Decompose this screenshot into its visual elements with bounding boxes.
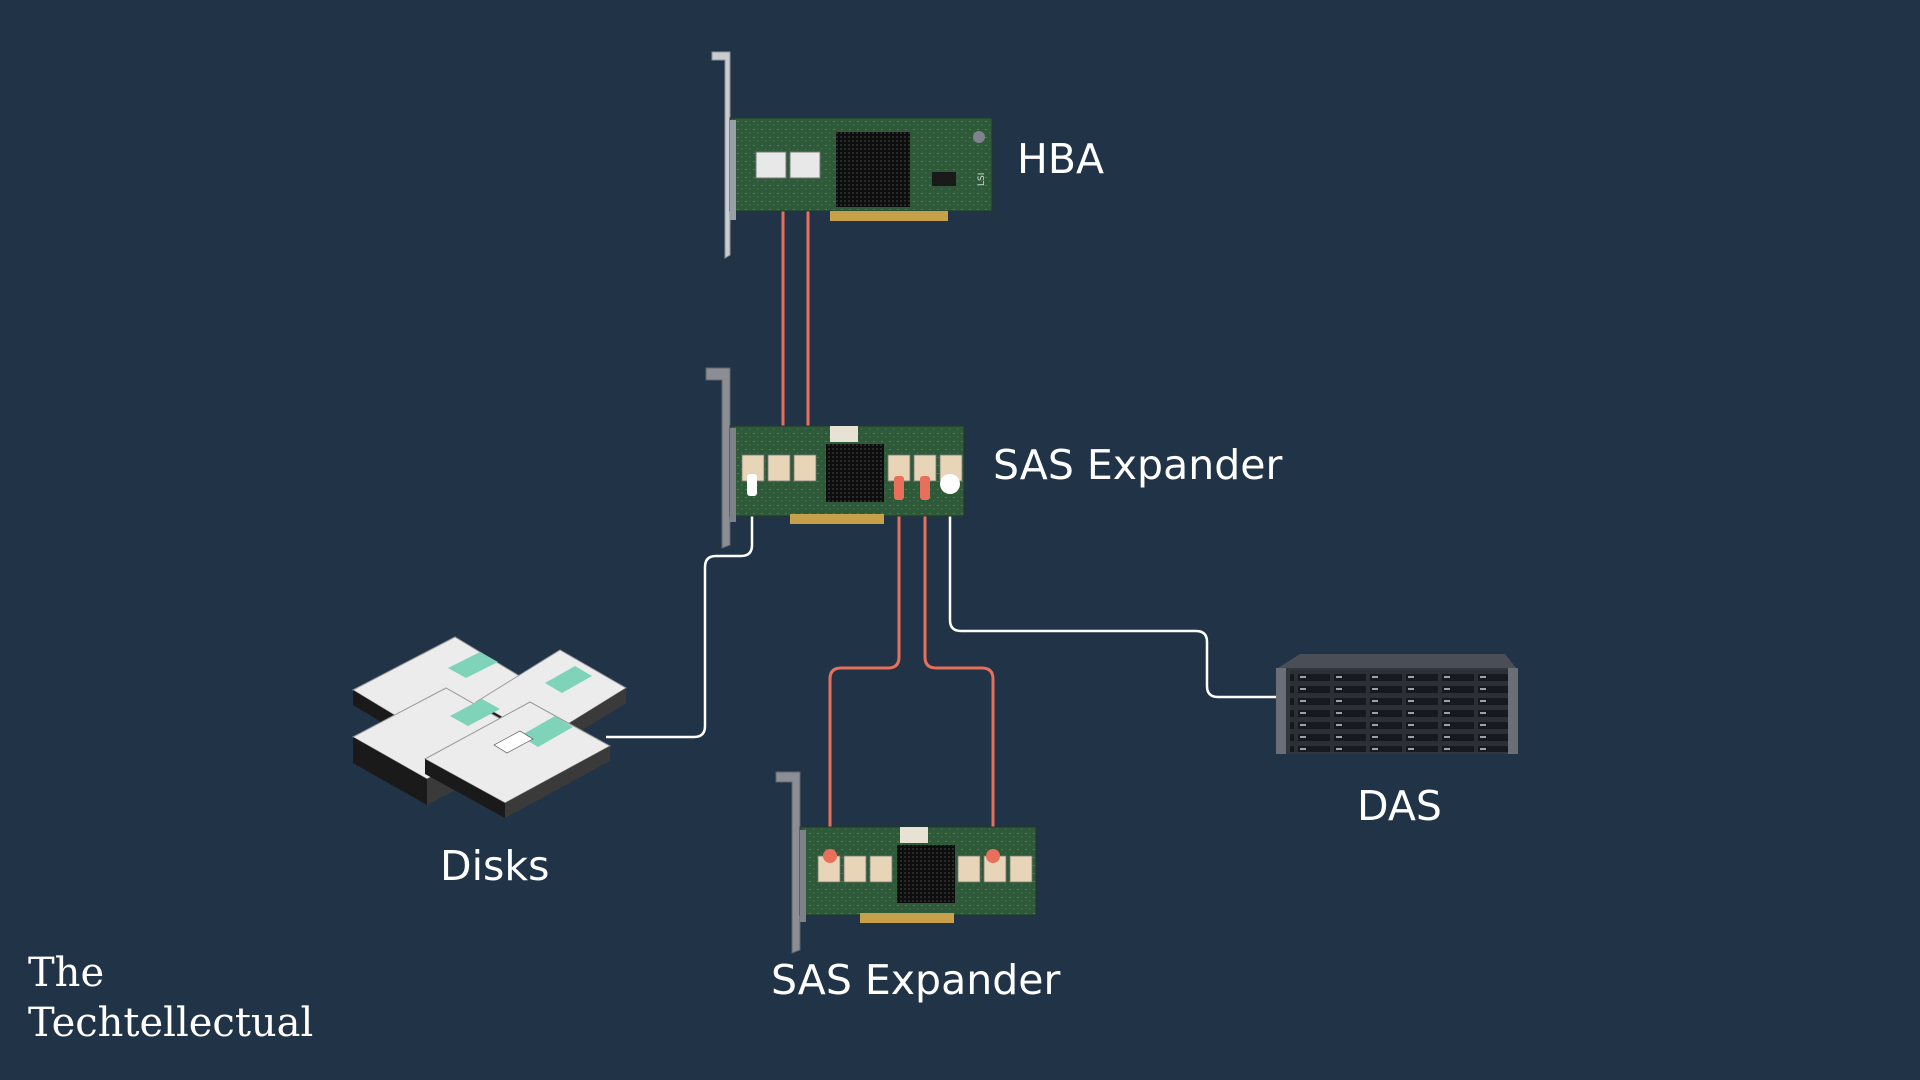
label-disks: Disks bbox=[440, 842, 550, 890]
hba-bracket-plate bbox=[730, 120, 736, 220]
das-enclosure-icon bbox=[1276, 654, 1518, 754]
hba-port-2 bbox=[789, 151, 821, 179]
cables bbox=[606, 176, 1278, 852]
expander-bottom-ports-left bbox=[817, 855, 893, 883]
expander-bottom-red-plug-2 bbox=[986, 849, 1000, 863]
das-top bbox=[1278, 654, 1516, 668]
hard-disks-icon bbox=[351, 636, 627, 818]
expander-top-white-plug-2 bbox=[940, 474, 960, 494]
hba-heatsink bbox=[836, 132, 910, 207]
hba-bracket bbox=[711, 51, 731, 259]
disk-front-right bbox=[423, 701, 612, 818]
das-bays bbox=[1290, 670, 1510, 752]
brand-line-1: The bbox=[28, 950, 105, 996]
sas-cable-expander-to-expander-1 bbox=[828, 490, 901, 852]
hba-port-1 bbox=[755, 151, 787, 179]
das-ear-left bbox=[1276, 668, 1286, 754]
expander-top-red-plug-1 bbox=[894, 476, 904, 500]
expander-bottom-edge-connector bbox=[860, 913, 954, 923]
hba-edge-connector bbox=[830, 211, 948, 221]
label-das: DAS bbox=[1357, 782, 1442, 830]
expander-top-bracket-plate bbox=[730, 428, 736, 522]
expander-bottom-label bbox=[900, 827, 928, 843]
hba-chip bbox=[932, 172, 956, 186]
hba-card-icon: LSI bbox=[711, 51, 993, 259]
expander-top-heatsink bbox=[826, 444, 884, 502]
expander-bottom-heatsink bbox=[897, 845, 955, 903]
expander-top-ports-left bbox=[741, 454, 817, 482]
brand-watermark: The Techtellectual bbox=[28, 948, 313, 1048]
expander-bottom-ports-right bbox=[957, 855, 1033, 883]
expander-top-label bbox=[830, 426, 858, 442]
sas-expander-top-icon bbox=[705, 367, 965, 549]
brand-line-2: Techtellectual bbox=[28, 1000, 314, 1046]
cable-expander-to-disks bbox=[606, 490, 754, 739]
expander-top-white-plug bbox=[747, 474, 757, 496]
cable-expander-to-das bbox=[948, 490, 1278, 699]
sas-expander-bottom-icon bbox=[775, 771, 1037, 954]
expander-top-ports-right bbox=[887, 454, 963, 482]
expander-top-bracket bbox=[705, 367, 731, 549]
expander-bottom-bracket bbox=[775, 771, 801, 954]
label-sas-expander-top: SAS Expander bbox=[993, 441, 1283, 489]
sas-cable-expander-to-expander-2 bbox=[923, 490, 995, 852]
expander-top-edge-connector bbox=[790, 514, 884, 524]
expander-bottom-bracket-plate bbox=[800, 830, 806, 922]
hba-silkscreen: LSI bbox=[977, 173, 987, 186]
label-sas-expander-bottom: SAS Expander bbox=[771, 956, 1061, 1004]
expander-top-red-plug-2 bbox=[920, 476, 930, 500]
hba-capacitor bbox=[973, 131, 985, 143]
expander-bottom-red-plug-1 bbox=[823, 849, 837, 863]
das-ear-right bbox=[1508, 668, 1518, 754]
label-hba: HBA bbox=[1017, 135, 1105, 183]
